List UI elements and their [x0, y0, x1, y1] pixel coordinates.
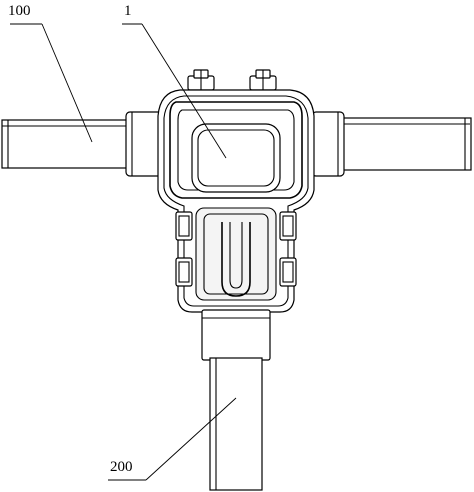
leader-lines: [10, 23, 237, 481]
reference-label-1: 1: [124, 3, 132, 19]
right-pipe: [337, 117, 472, 171]
pipe-sockets: [125, 111, 345, 177]
left-pipe: [1, 119, 131, 169]
reference-label-200: 200: [110, 459, 133, 475]
central-window: [191, 123, 281, 193]
side-clamps: [175, 211, 297, 287]
lower-channel: [195, 207, 277, 301]
top-clips: [187, 69, 277, 91]
bottom-socket: [201, 309, 271, 361]
bottom-pipe: [209, 357, 263, 491]
reference-label-100: 100: [8, 3, 31, 19]
